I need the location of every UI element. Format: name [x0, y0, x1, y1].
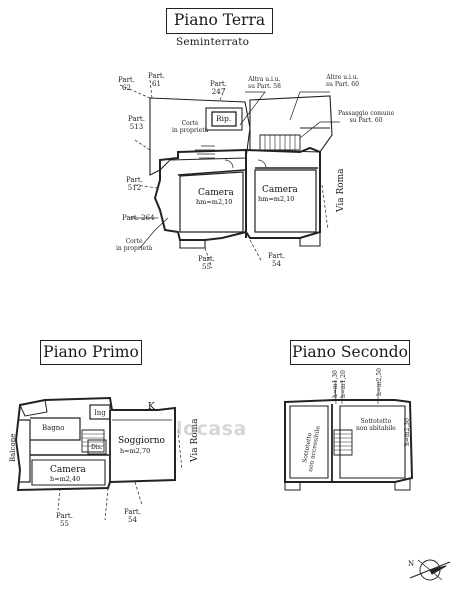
terra-camera-left-label: Camera	[198, 188, 234, 198]
terra-part247-label: Part. 247	[210, 80, 227, 96]
piano-terra-subtitle: Seminterrato	[176, 36, 250, 48]
secondo-h-right-2: h=m2,30	[404, 418, 411, 446]
secondo-h-left-1: h=m1,30	[332, 370, 339, 398]
terra-altra-uiu-label: Altra u.i.u. su Part. 58	[248, 76, 281, 90]
terra-part512-label: Part. 512	[126, 176, 143, 192]
piano-secondo-title: Piano Secondo	[292, 343, 408, 361]
terra-corte-top-label: Corte in proprietà	[172, 120, 209, 134]
piano-terra-title: Piano Terra	[173, 11, 266, 29]
primo-camera-label: Camera	[50, 465, 86, 475]
primo-part54-label: Part. 54	[124, 508, 141, 524]
terra-camera-right-height: hm=m2,10	[258, 195, 295, 203]
piano-terra-title-box: Piano Terra	[166, 8, 273, 34]
piano-primo-title-box: Piano Primo	[40, 340, 142, 365]
terra-part54-label: Part. 54	[268, 252, 285, 268]
primo-camera-height: h=m2,40	[50, 475, 81, 483]
primo-balcone-label: Balcone	[9, 433, 17, 462]
terra-part61-label: Part. 61	[148, 72, 165, 88]
piano-secondo-title-box: Piano Secondo	[290, 340, 410, 365]
terra-passaggio-label: Passaggio comune su Part. 60	[338, 110, 395, 124]
watermark-logo: locasa	[176, 418, 247, 440]
primo-bagno-label: Bagno	[42, 424, 65, 432]
terra-camera-left-height: hm=m2,10	[196, 198, 233, 206]
terra-camera-right-label: Camera	[262, 185, 298, 195]
secondo-sottotetto-right-label: Sottotetto non abitabile	[356, 418, 396, 432]
primo-soggiorno-height: h=m2,70	[120, 447, 151, 455]
terra-part264-label: Part. 264	[122, 214, 155, 222]
terra-part55-label: Part. 55	[198, 255, 215, 271]
primo-dis-label: Dis.	[91, 444, 103, 451]
terra-part513-label: Part. 513	[128, 115, 145, 131]
piano-primo-title: Piano Primo	[43, 343, 139, 361]
terra-corte-bottom-label: Corte in proprietà	[116, 238, 153, 252]
primo-k-label: K	[148, 402, 155, 412]
secondo-h-right-1: h=m2,50	[376, 368, 383, 396]
primo-soggiorno-label: Soggiorno	[118, 436, 165, 446]
primo-ing-label: Ing	[94, 409, 106, 417]
terra-part62-label: Part. 62	[118, 76, 135, 92]
terra-via-roma-label: Via Roma	[336, 168, 346, 212]
terra-altre-uiu-label: Altre u.i.u. su Part. 60	[326, 74, 359, 88]
primo-part55-label: Part. 55	[56, 512, 73, 528]
compass-north-label: N	[408, 560, 415, 568]
secondo-h-left-2: h=m1,20	[340, 370, 347, 398]
terra-rip-label: Rip.	[216, 114, 232, 123]
